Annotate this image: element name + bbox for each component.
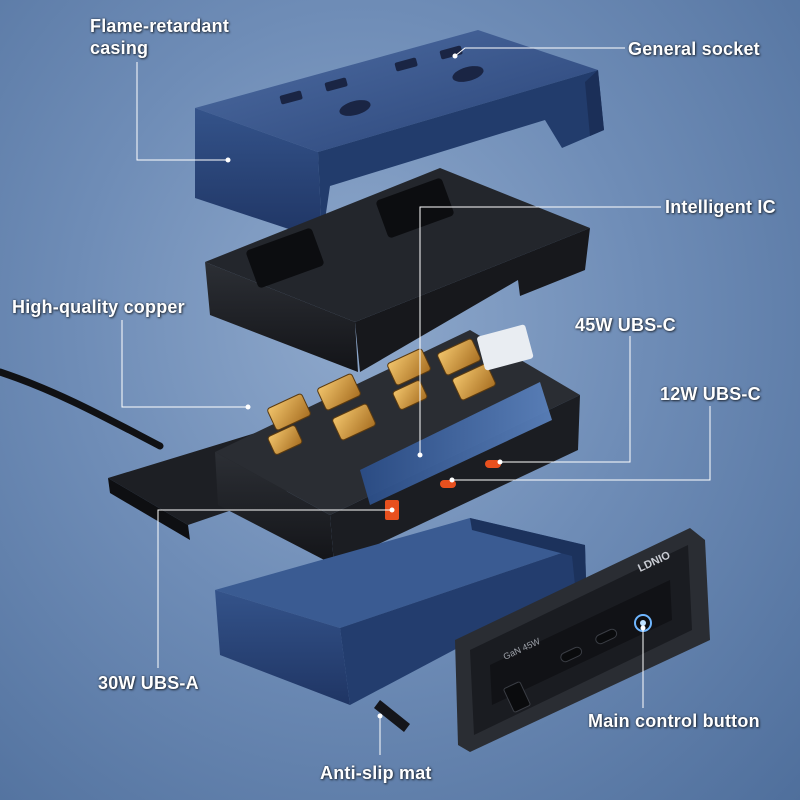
label-main-control-button: Main control button — [588, 711, 760, 731]
inner-module — [215, 324, 580, 565]
leader-ic — [419, 206, 661, 455]
top-casing — [195, 30, 604, 240]
usb-c-port-2 — [485, 460, 501, 468]
leader-30w — [157, 509, 392, 668]
bottom-casing — [215, 518, 586, 705]
label-high-quality-copper: High-quality copper — [12, 297, 185, 317]
leader-12w — [452, 406, 711, 481]
label-intelligent-ic: Intelligent IC — [665, 197, 776, 217]
leader-45w — [500, 336, 631, 463]
label-anti-slip-mat: Anti-slip mat — [320, 763, 432, 783]
leader-casing — [136, 62, 228, 161]
leader-copper — [121, 320, 248, 408]
label-30w-usb-a: 30W UBS-A — [98, 673, 199, 693]
label-casing-line2: casing — [90, 38, 149, 58]
label-flame-retardant-casing: Flame-retardant casing — [90, 15, 229, 59]
leader-socket — [454, 47, 625, 57]
label-12w-usb-c: 12W UBS-C — [660, 384, 761, 404]
label-casing-line1: Flame-retardant — [90, 16, 230, 36]
leader-lines — [121, 47, 711, 755]
label-general-socket: General socket — [628, 39, 760, 59]
front-panel — [455, 528, 710, 752]
label-45w-usb-c: 45W UBS-C — [575, 315, 676, 335]
anti-slip-foot — [374, 700, 410, 732]
power-cord — [0, 368, 164, 450]
